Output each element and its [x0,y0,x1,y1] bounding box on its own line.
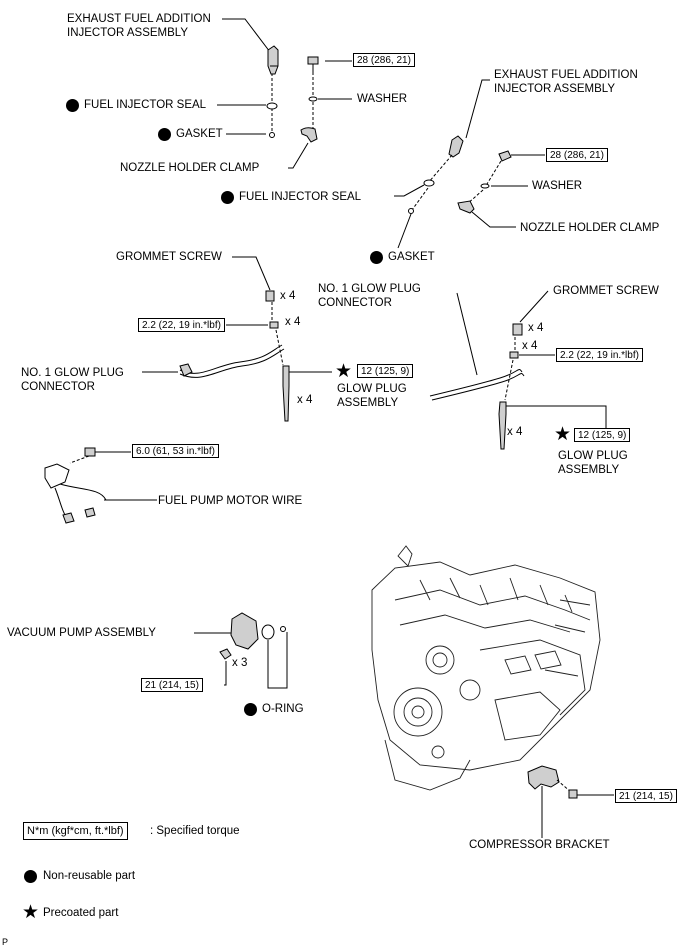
torque-grommet-left: 2.2 (22, 19 in.*lbf) [138,318,225,332]
label-gasket-right: GASKET [388,251,435,263]
torque-glow-plug-right: 12 (125, 9) [574,428,631,442]
torque-grommet-right: 2.2 (22, 19 in.*lbf) [556,348,643,362]
qty-grommet-nut-left: x 4 [285,316,301,328]
torque-injector-bolt-right: 28 (286, 21) [546,148,608,162]
non-reusable-icon [244,703,257,716]
non-reusable-icon [66,99,79,112]
engine-illustration [371,545,601,791]
label-grommet-screw-right: GROMMET SCREW [553,285,659,297]
qty-grommet-screw-right: x 4 [528,322,544,334]
torque-injector-bolt-left: 28 (286, 21) [353,53,415,67]
label-exhaust-injector-right: EXHAUST FUEL ADDITION INJECTOR ASSEMBLY [494,69,638,95]
label-o-ring: O-RING [262,703,304,715]
label-grommet-screw-left: GROMMET SCREW [116,251,222,263]
qty-grommet-screw-left: x 4 [280,290,296,302]
label-nozzle-clamp-right: NOZZLE HOLDER CLAMP [520,222,660,234]
torque-fuel-pump-wire: 6.0 (61, 53 in.*lbf) [132,444,219,458]
label-glow-plug-right: GLOW PLUG ASSEMBLY [558,450,628,476]
label-vacuum-pump: VACUUM PUMP ASSEMBLY [7,627,156,639]
non-reusable-icon [221,191,234,204]
qty-vacuum-pump-bolts: x 3 [232,657,248,669]
torque-vacuum-pump: 21 (214, 15) [141,678,203,692]
label-compressor-bracket: COMPRESSOR BRACKET [469,839,610,851]
legend-torque-desc: : Specified torque [150,825,240,837]
legend-precoated-star-icon: ★ [22,902,40,923]
non-reusable-icon [370,251,383,264]
qty-glow-plug-right: x 4 [507,426,523,438]
label-glow-connector-left: NO. 1 GLOW PLUG CONNECTOR [21,367,124,393]
torque-compressor-bracket: 21 (214, 15) [615,789,677,803]
label-glow-connector-right: NO. 1 GLOW PLUG CONNECTOR [318,283,421,309]
legend-non-reusable-icon [24,870,37,883]
label-fuel-injector-seal-left: FUEL INJECTOR SEAL [84,99,207,111]
footer-code: P [2,937,9,947]
label-washer-right: WASHER [532,180,583,192]
label-gasket-left: GASKET [176,128,223,140]
legend-torque-box: N*m (kgf*cm, ft.*lbf) [23,822,128,840]
label-fuel-injector-seal-right: FUEL INJECTOR SEAL [239,191,362,203]
qty-glow-plug-left: x 4 [297,394,313,406]
qty-grommet-nut-right: x 4 [522,340,538,352]
label-glow-plug-left: GLOW PLUG ASSEMBLY [337,383,407,409]
label-washer-left: WASHER [357,93,408,105]
non-reusable-icon [158,128,171,141]
legend-non-reusable-text: Non-reusable part [43,870,136,882]
legend-precoated-text: Precoated part [43,907,119,919]
label-exhaust-injector-left: EXHAUST FUEL ADDITION INJECTOR ASSEMBLY [67,13,211,39]
label-fuel-pump-motor-wire: FUEL PUMP MOTOR WIRE [158,495,303,507]
label-nozzle-clamp-left: NOZZLE HOLDER CLAMP [120,162,260,174]
precoated-star-icon: ★ [335,361,353,382]
torque-glow-plug-left: 12 (125, 9) [357,364,414,378]
precoated-star-icon: ★ [554,424,572,445]
